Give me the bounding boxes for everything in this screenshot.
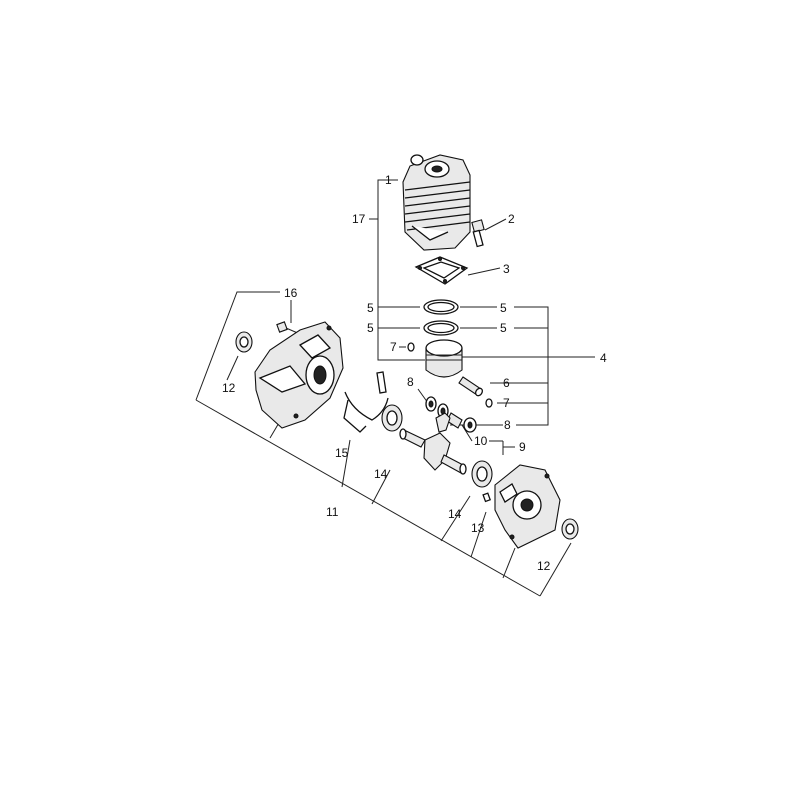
crankcase-gasket [343, 371, 389, 433]
piston-pin [458, 376, 484, 397]
label-10: 10 [474, 434, 488, 448]
spark-plug [471, 219, 485, 248]
label-16: 16 [284, 286, 298, 300]
piston-rings [423, 299, 459, 336]
circlips [407, 342, 493, 408]
dowel-pin [482, 492, 492, 503]
label-5b: 5 [500, 301, 507, 315]
label-7b: 7 [503, 396, 510, 410]
piston [425, 339, 463, 378]
leader-lines [195, 179, 595, 597]
label-2: 2 [508, 212, 515, 226]
label-1: 1 [385, 173, 392, 187]
label-9: 9 [519, 440, 526, 454]
label-17: 17 [352, 212, 366, 226]
label-6: 6 [503, 376, 510, 390]
label-4: 4 [600, 351, 607, 365]
label-11: 11 [326, 505, 339, 519]
thrust-washers [425, 396, 477, 433]
label-8b: 8 [504, 418, 511, 432]
crankcase-right [494, 464, 561, 549]
oil-seals [235, 331, 579, 540]
label-15: 15 [335, 446, 349, 460]
label-14b: 14 [448, 507, 462, 521]
label-14a: 14 [374, 467, 388, 481]
label-5d: 5 [500, 321, 507, 335]
crankshaft [399, 412, 467, 475]
label-12b: 12 [537, 559, 551, 573]
label-5a: 5 [367, 301, 374, 315]
cylinder-gasket [414, 256, 469, 285]
crankcase-left [254, 321, 344, 429]
screw [276, 321, 301, 335]
label-8a: 8 [407, 375, 414, 389]
main-bearings [381, 404, 493, 488]
label-3: 3 [503, 262, 510, 276]
label-13: 13 [471, 521, 485, 535]
label-5c: 5 [367, 321, 374, 335]
label-12a: 12 [222, 381, 236, 395]
cylinder [402, 154, 471, 251]
label-7a: 7 [390, 340, 397, 354]
